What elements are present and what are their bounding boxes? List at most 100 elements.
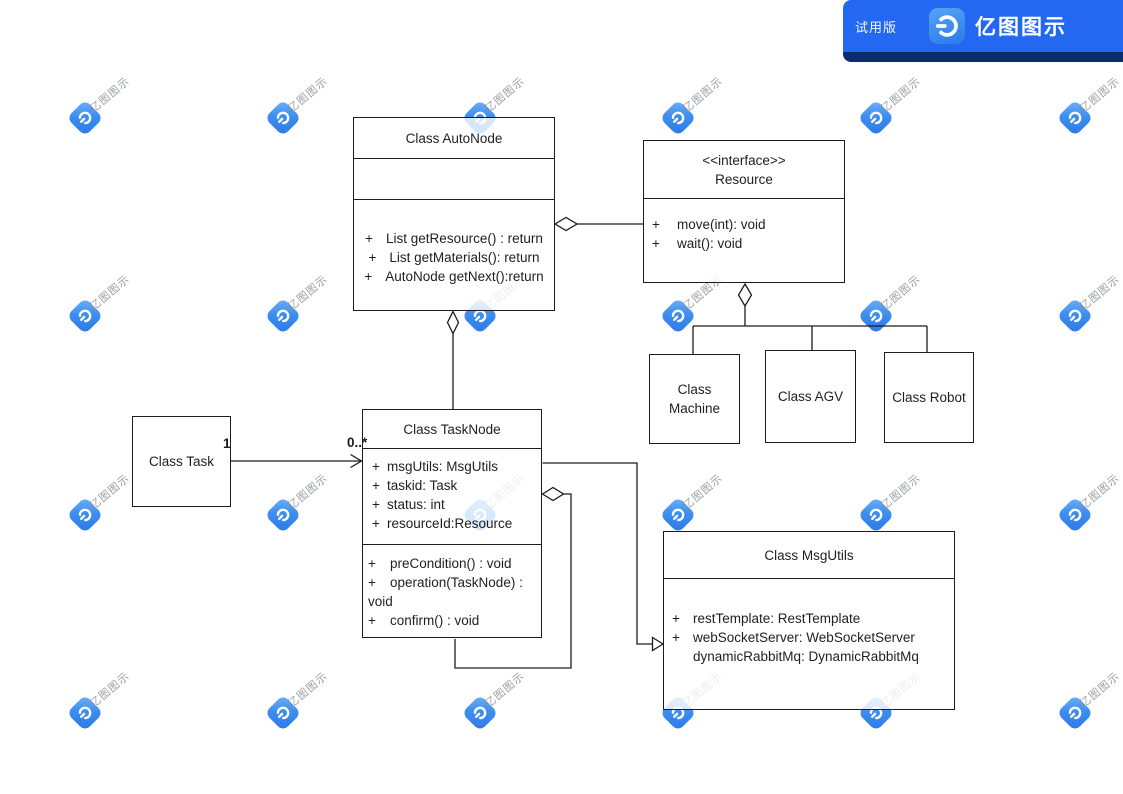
- edraw-logo-tile-icon: [66, 99, 104, 137]
- member-line: + confirm() : void: [363, 611, 541, 630]
- member-text: operation(TaskNode) :: [390, 575, 523, 590]
- member-text: move(int): void: [677, 217, 766, 232]
- class-name: Class AutoNode: [405, 130, 503, 146]
- plus-sign: +: [368, 250, 377, 265]
- member-line: + preCondition() : void: [363, 554, 541, 573]
- class-name: Class Robot: [892, 390, 966, 405]
- edraw-logo-tile-icon: [264, 297, 302, 335]
- plus-sign: +: [365, 231, 374, 246]
- edraw-logo-tile-icon: [1056, 297, 1094, 335]
- member-text: taskid: Task: [387, 478, 458, 493]
- member-line: + move(int): void: [644, 215, 844, 234]
- member-line: + List getMaterials(): return: [354, 248, 554, 267]
- member-line: + msgUtils: MsgUtils: [363, 457, 541, 476]
- edraw-logo-tile-icon: [1056, 694, 1094, 732]
- brand-name: 亿图图示: [975, 16, 1067, 39]
- class-title: Class Machine: [650, 355, 739, 443]
- class-title: Class Task: [133, 417, 230, 506]
- edraw-logo-tile-icon: [66, 694, 104, 732]
- class-box-msgutils: Class MsgUtils + restTemplate: RestTemplat…: [663, 531, 955, 710]
- edraw-logo-tile-icon: [659, 99, 697, 137]
- member-text: msgUtils: MsgUtils: [387, 459, 499, 474]
- class-section: + msgUtils: MsgUtils + taskid: Task + status:…: [363, 448, 541, 544]
- plus-sign: +: [652, 236, 660, 251]
- edraw-logo-tile-icon: [264, 694, 302, 732]
- class-name: Class Task: [148, 454, 215, 469]
- class-box-tasknode: Class TaskNode + msgUtils: MsgUtils + taskid…: [362, 409, 542, 638]
- member-line: +operation(TaskNode) :: [363, 573, 541, 592]
- member-line: + taskid: Task: [363, 476, 541, 495]
- member-text: resourceId:Resource: [387, 516, 513, 531]
- class-name: Class AGV: [777, 389, 844, 404]
- member-text: preCondition() : void: [390, 556, 512, 571]
- edraw-logo-tile-icon: [264, 99, 302, 137]
- plus-sign: +: [364, 269, 373, 284]
- plus-sign: +: [652, 217, 660, 232]
- member-line: + status: int: [363, 495, 541, 514]
- plus-sign: +: [372, 478, 380, 493]
- edraw-logo-tile-icon: [857, 297, 895, 335]
- member-line: dynamicRabbitMq: DynamicRabbitMq: [664, 647, 954, 666]
- self-aggregation-tasknode: [454, 486, 572, 669]
- edraw-logo-tile-icon: [659, 297, 697, 335]
- aggregation-autonode-tasknode: [446, 310, 460, 410]
- edraw-logo-tile-icon: [264, 496, 302, 534]
- member-text: List getResource() : return: [386, 231, 543, 246]
- class-title: Class MsgUtils: [664, 532, 954, 578]
- edraw-logo-tile-icon: [857, 99, 895, 137]
- class-title: Class Robot: [885, 353, 973, 442]
- member-text: wait(): void: [677, 236, 743, 251]
- edraw-logo-tile-icon: [857, 496, 895, 534]
- class-title: Class TaskNode: [363, 410, 541, 448]
- class-box-agv: Class AGV: [765, 350, 856, 443]
- member-line: + wait(): void: [644, 234, 844, 253]
- trial-label: 试用版: [854, 19, 897, 35]
- class-section: + move(int): void + wait(): void: [644, 198, 844, 284]
- class-section: +preCondition() : void+operation(TaskNod…: [363, 544, 541, 639]
- member-line: + List getResource() : return: [354, 229, 554, 248]
- generalization-resource-children: [692, 282, 928, 354]
- class-title: Class AutoNode: [354, 118, 554, 158]
- class-section: [354, 158, 554, 199]
- class-box-task: Class Task: [132, 416, 231, 507]
- class-name: Class TaskNode: [403, 421, 501, 437]
- member-text: AutoNode getNext():return: [385, 269, 544, 284]
- edraw-app-icon: [929, 8, 965, 44]
- class-name: Resource: [715, 171, 773, 187]
- edraw-logo-tile-icon: [461, 297, 499, 335]
- member-text: void: [368, 594, 393, 609]
- class-box-robot: Class Robot: [884, 352, 974, 443]
- class-title: Class AGV: [766, 351, 855, 442]
- association-task-tasknode: [231, 453, 363, 469]
- trial-banner: 试用版 亿图图示: [843, 0, 1123, 62]
- multiplicity-label-zero-many: 0..*: [347, 435, 368, 450]
- class-section: + List getResource() : return + List getMat…: [354, 199, 554, 312]
- association-tasknode-msgutils: [542, 462, 665, 652]
- class-section: + restTemplate: RestTemplate +webSocketSer…: [664, 578, 954, 711]
- plus-sign: +: [672, 630, 680, 645]
- plus-sign: +: [672, 611, 680, 626]
- edraw-logo-tile-icon: [66, 496, 104, 534]
- plus-sign: +: [372, 459, 380, 474]
- plus-sign: +: [372, 497, 380, 512]
- member-line: + restTemplate: RestTemplate: [664, 609, 954, 628]
- member-line: void: [363, 592, 541, 611]
- member-text: dynamicRabbitMq: DynamicRabbitMq: [693, 649, 919, 664]
- plus-sign: +: [372, 516, 380, 531]
- member-line: +webSocketServer: WebSocketServer: [664, 628, 954, 647]
- member-text: List getMaterials(): return: [389, 250, 540, 265]
- class-name: Class Machine: [668, 382, 721, 416]
- edraw-logo-tile-icon: [461, 694, 499, 732]
- multiplicity-label-one: 1: [223, 436, 231, 451]
- class-title: <<interface>>Resource: [644, 141, 844, 198]
- class-box-autonode: Class AutoNode + List getResource() : retu…: [353, 117, 555, 311]
- plus-sign: +: [368, 556, 376, 571]
- edraw-logo-tile-icon: [1056, 496, 1094, 534]
- aggregation-autonode-resource: [553, 216, 643, 232]
- member-text: status: int: [387, 497, 445, 512]
- plus-sign: +: [368, 613, 376, 628]
- member-text: restTemplate: RestTemplate: [693, 611, 861, 626]
- member-text: confirm() : void: [390, 613, 480, 628]
